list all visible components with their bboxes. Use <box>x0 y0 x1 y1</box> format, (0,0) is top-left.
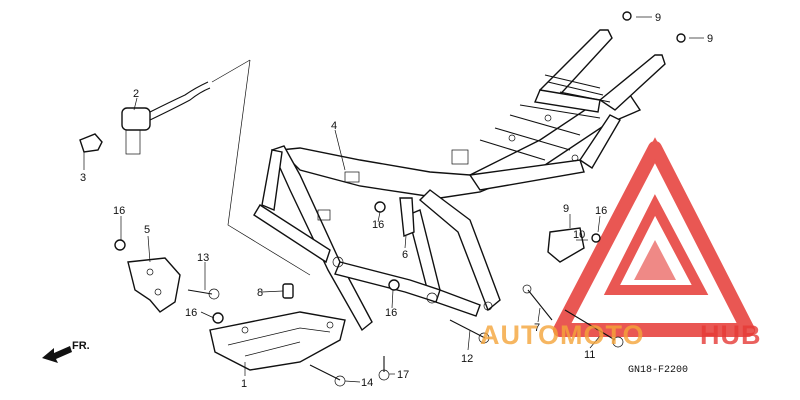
callout-2: 2 <box>133 88 139 100</box>
frame-body <box>253 29 666 332</box>
watermark-logo <box>553 137 755 337</box>
callout-11: 10 <box>573 229 585 241</box>
leader-bracket <box>227 59 311 276</box>
watermark-text-a: AUTOMOTO <box>480 320 645 350</box>
bolt-7 <box>522 284 553 321</box>
bolt-15 <box>309 364 346 387</box>
callout-6: 6 <box>402 249 408 261</box>
callout-16-e: 16 <box>595 205 607 217</box>
callout-17: 17 <box>397 369 409 381</box>
callout-9-b: 9 <box>707 33 713 45</box>
callout-1: 1 <box>241 378 247 390</box>
front-direction-arrow: FR. <box>42 340 90 363</box>
callout-10: 9 <box>563 203 569 215</box>
callout-7: 7 <box>534 322 540 334</box>
nut-9-b <box>676 33 686 43</box>
ignition-key <box>79 133 103 153</box>
nut-9-a <box>622 11 632 21</box>
callout-9-a: 9 <box>655 12 661 24</box>
nut-16-a <box>114 239 126 251</box>
engine-bracket <box>127 257 181 313</box>
skid-plate <box>209 311 346 371</box>
callout-16-c: 16 <box>385 307 397 319</box>
collar <box>282 283 294 299</box>
diagram-code: GN18-F2200 <box>628 365 688 376</box>
callout-8: 8 <box>257 287 263 299</box>
bolt-12 <box>564 309 624 348</box>
bolt-17 <box>378 356 390 381</box>
callout-16-d: 16 <box>185 307 197 319</box>
bracket-assembly <box>547 227 585 263</box>
nut-16-b <box>374 201 386 213</box>
callout-4: 4 <box>331 120 337 132</box>
ignition-switch <box>121 81 211 155</box>
watermark-text: AUTOMOTO HUB <box>480 320 762 350</box>
nut-16-e <box>591 233 601 243</box>
bolt-13 <box>449 319 490 344</box>
mount-bracket <box>399 197 415 237</box>
callout-3: 3 <box>80 172 86 184</box>
direction-label: FR. <box>72 340 90 352</box>
callout-14: 13 <box>197 252 209 264</box>
callout-16-b: 16 <box>372 219 384 231</box>
nut-16-d <box>212 312 224 324</box>
leader-lines <box>83 16 704 383</box>
callout-5: 5 <box>144 224 150 236</box>
callout-12: 11 <box>584 349 595 361</box>
watermark-text-b: HUB <box>700 320 762 350</box>
nut-16-c <box>388 279 400 291</box>
callout-16-a: 16 <box>113 205 125 217</box>
callout-13: 12 <box>461 353 473 365</box>
callout-15: 14 <box>361 377 373 389</box>
bolt-14 <box>187 288 220 300</box>
